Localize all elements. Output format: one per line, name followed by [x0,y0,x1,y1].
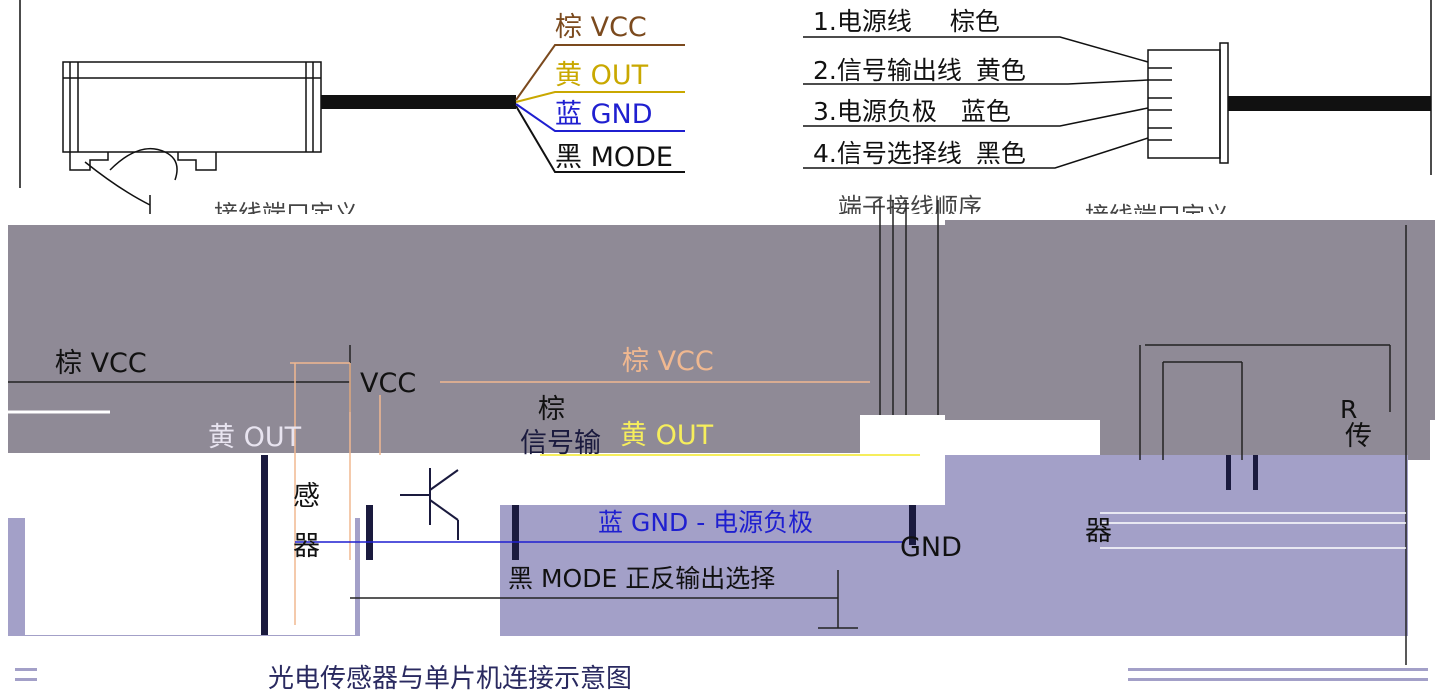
transistor-symbol [400,468,459,540]
top-background [0,0,1451,214]
footer-strip-right [1128,668,1428,671]
pin-list-lines [803,36,1149,169]
white-cutout-sensor [25,455,355,635]
footer-white [0,636,1451,693]
mode-wire-label: 黑 MODE 正反输出选择 [508,564,775,593]
mid-vcc-label: 棕 VCC [622,346,714,377]
top-wire-label-brown: 棕 VCC [555,12,647,43]
pin-item-2: 2.信号输出线黄色 [813,56,1026,85]
pin-item-1: 1.电源线棕色 [813,7,1000,36]
gnd-wire-label: 蓝 GND - 电源负极 [598,508,813,537]
horizontal-wires [8,344,1406,629]
pin-item-3: 3.电源负极蓝色 [813,97,1011,126]
top-wire-label-yellow: 黄 OUT [555,60,649,91]
sensor-char-1: 感 [293,481,320,512]
mid-signal-label: 信号输 [520,428,601,459]
sensor-char-2: 器 [293,531,320,562]
mid-out-label: 黄 OUT [620,420,714,451]
footer-strip-left-2 [15,678,37,681]
pin-item-4: 4.信号选择线黑色 [813,139,1026,168]
vertical-bars [261,455,1258,635]
footer-caption: 光电传感器与单片机连接示意图 [268,664,632,693]
gnd-label: GND [900,532,962,563]
lavender-band-upper [945,455,1408,515]
out-label: 黄 OUT [208,422,302,453]
top-wire-label-black: 黑 MODE [555,142,673,173]
gray-band-right [945,220,1435,420]
cable-main-left [321,95,516,109]
right-r-label: R [1340,395,1357,424]
vertical-lines [349,200,1407,665]
footer-strip-left [15,668,37,671]
gray-band-right-lower [1100,415,1430,460]
top-wire-label-blue: 蓝 GND [555,99,653,130]
cable-main-right [1228,96,1431,111]
left-vcc-label: 棕 VCC [55,348,147,379]
white-cutout-mid [500,462,920,502]
wire-fanout [515,44,685,173]
right-char-2: 器 [1085,516,1112,547]
gray-band-gap [860,225,945,415]
gray-band-left [8,225,860,453]
right-char-1: 传 [1345,421,1372,452]
vcc-label: VCC [360,368,416,399]
mid-brown-char: 棕 [538,394,565,425]
footer-strip-right-2 [1128,678,1428,681]
